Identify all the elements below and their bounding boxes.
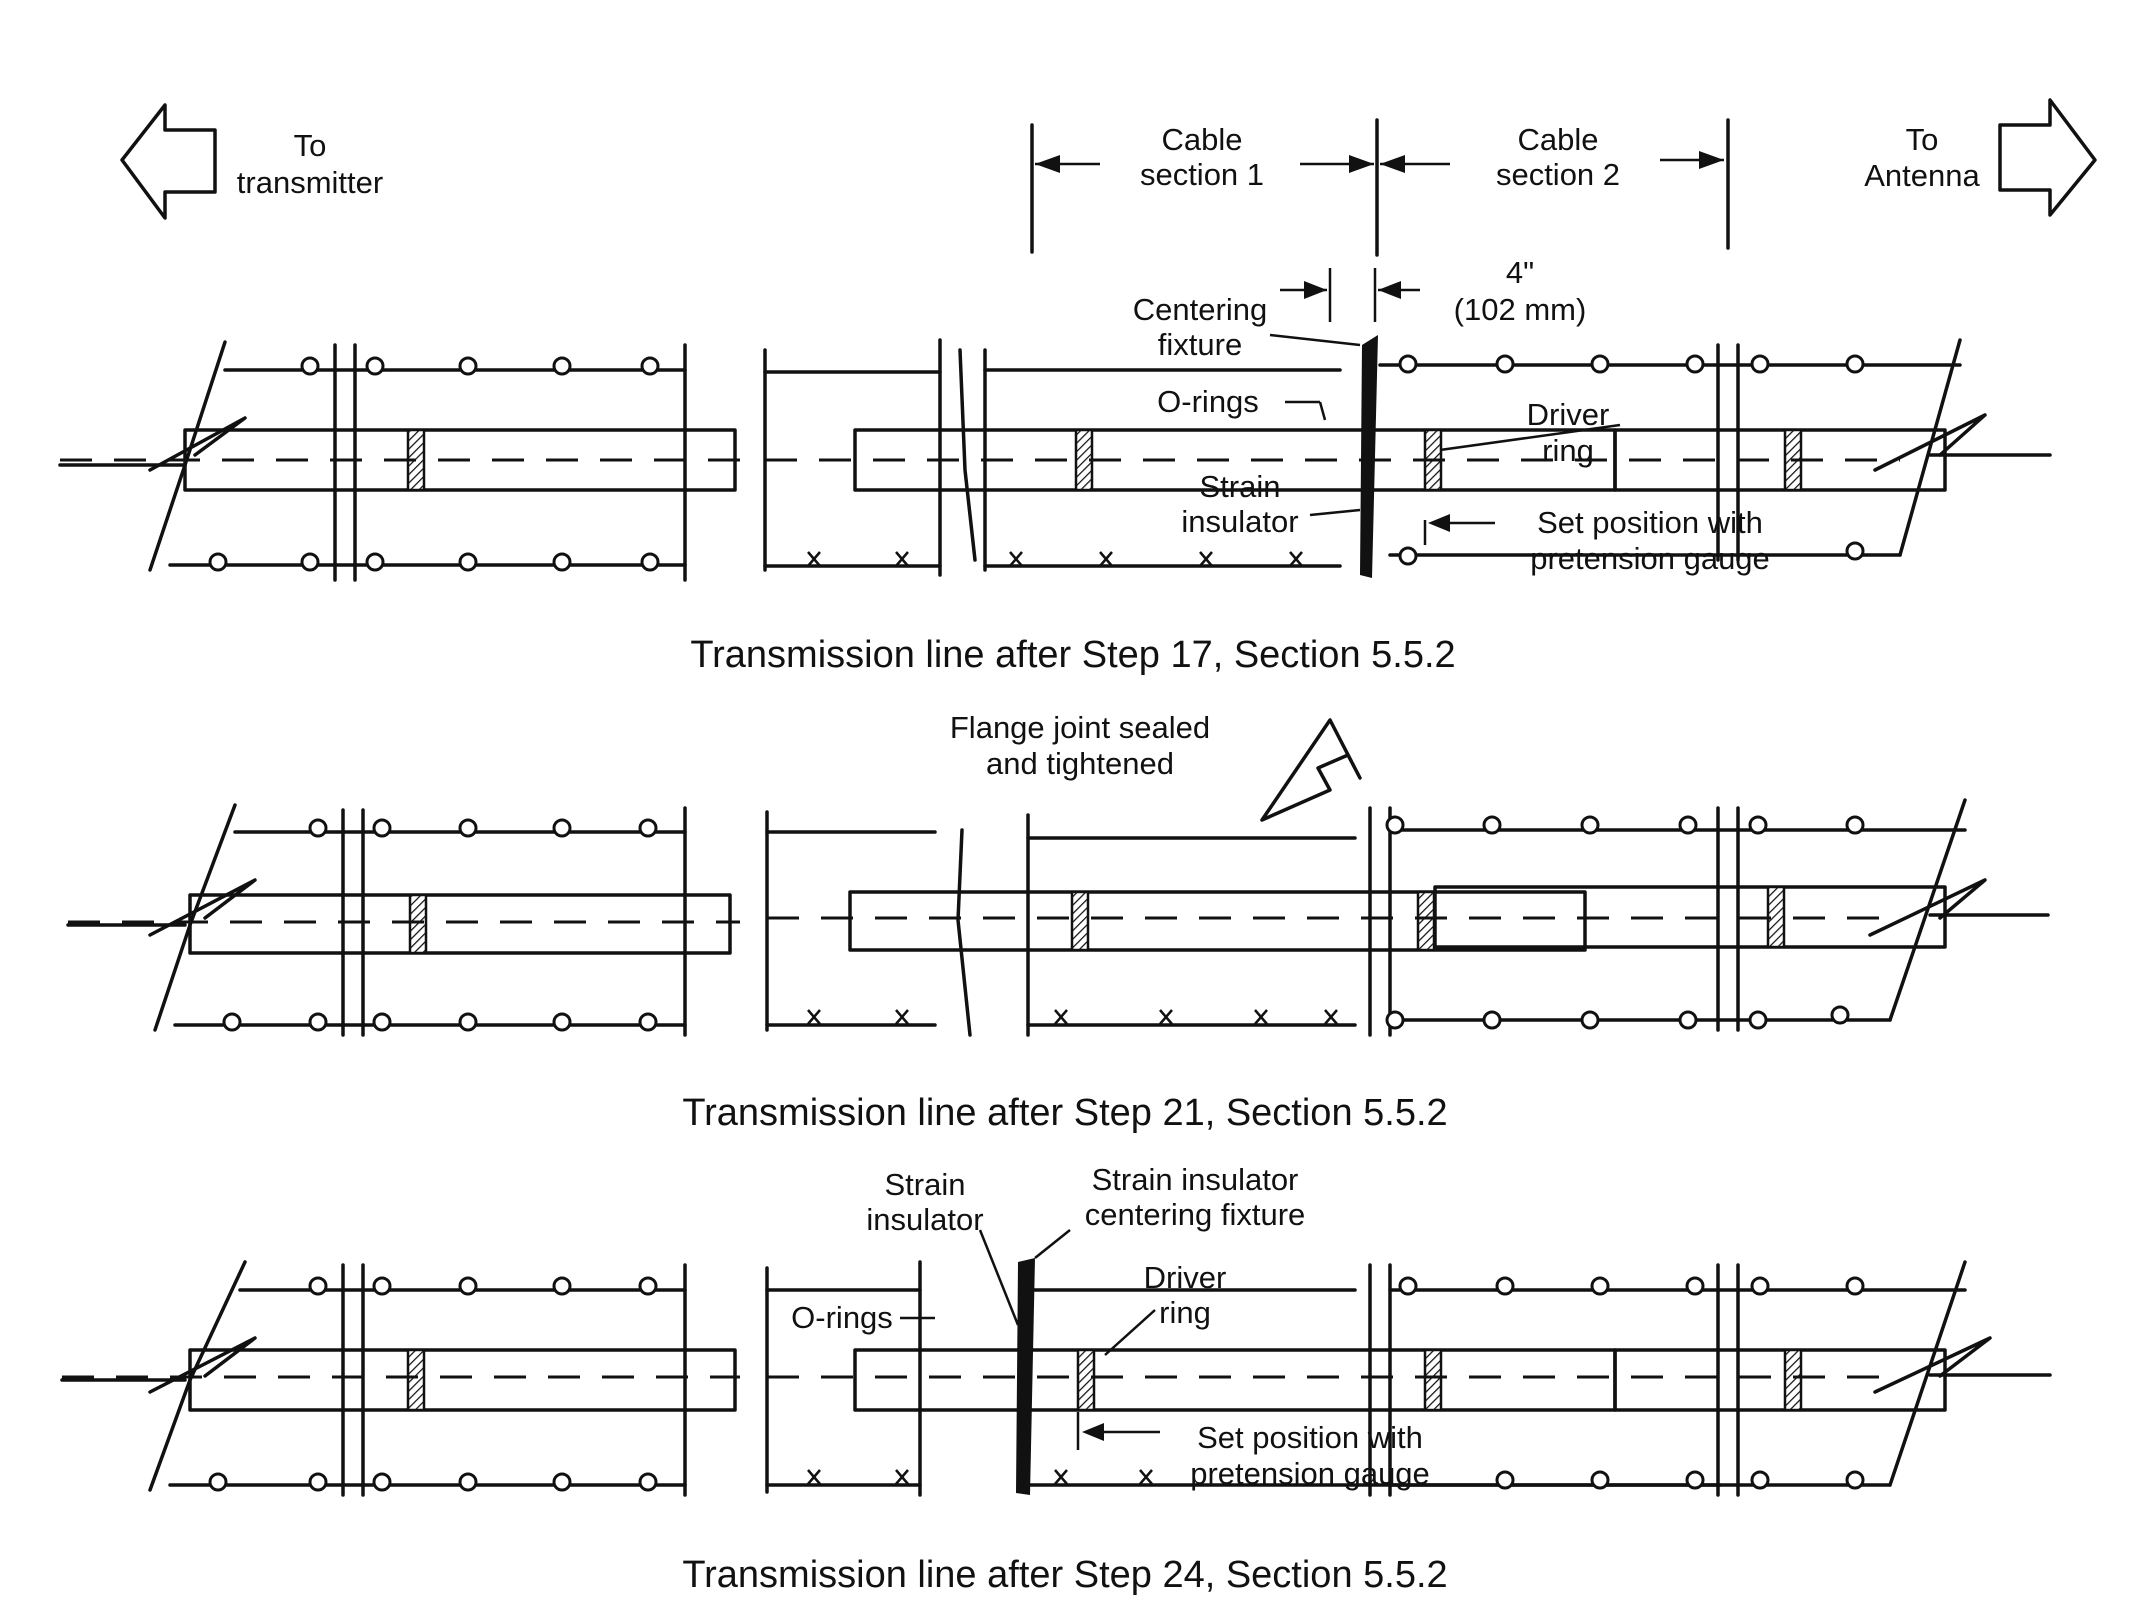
strain-insulator-label-1: Strain (1200, 469, 1281, 504)
driver-ring-label-2: ring (1542, 433, 1594, 468)
cable-section-2-label-2: section 2 (1496, 157, 1620, 192)
driver-ring-label-1: Driver (1527, 397, 1610, 432)
left-arrow-icon (120, 103, 217, 220)
set-position-label-2: pretension gauge (1530, 541, 1770, 576)
strain-insulator-centering-label-1: Strain insulator (1092, 1162, 1299, 1197)
set-position-label-1: Set position with (1537, 505, 1763, 540)
cable-section-2-label-1: Cable (1518, 122, 1599, 157)
driver-ring-label-3: Driver (1144, 1260, 1227, 1295)
cable-section-1-label-1: Cable (1162, 122, 1243, 157)
diagram-step-24 (60, 1229, 2052, 1497)
cable-section-1-label-2: section 1 (1140, 157, 1264, 192)
dimension-label-2: (102 mm) (1454, 292, 1587, 327)
diagram-step-21 (66, 718, 2050, 1037)
dimension-label-1: 4" (1506, 255, 1534, 290)
to-transmitter-label-2: transmitter (237, 165, 383, 200)
flange-joint-label-2: and tightened (986, 746, 1174, 781)
dimension-marker (1280, 268, 1420, 322)
driver-ring-label-4: ring (1159, 1295, 1211, 1330)
set-position-label-4: pretension gauge (1190, 1456, 1430, 1491)
caption-step-24: Transmission line after Step 24, Section… (682, 1554, 1447, 1596)
centering-fixture-label-2: fixture (1158, 327, 1242, 362)
strain-insulator-label-3: Strain (885, 1167, 966, 1202)
flange-joint-label-1: Flange joint sealed (950, 710, 1210, 745)
strain-insulator-centering-label-2: centering fixture (1085, 1197, 1306, 1232)
to-antenna-label-1: To (1906, 122, 1939, 157)
strain-insulator-label-4: insulator (866, 1202, 983, 1237)
caption-step-17: Transmission line after Step 17, Section… (690, 634, 1455, 676)
right-arrow-icon (1998, 98, 2097, 217)
set-position-label-3: Set position with (1197, 1420, 1423, 1455)
diagram-step-17 (58, 333, 2052, 582)
o-rings-label-2: O-rings (791, 1300, 893, 1335)
caption-step-21: Transmission line after Step 21, Section… (682, 1092, 1447, 1134)
o-rings-label-1: O-rings (1157, 384, 1259, 419)
strain-insulator-label-2: insulator (1181, 504, 1298, 539)
to-transmitter-label-1: To (294, 128, 327, 163)
cable-section-markers (1030, 118, 1730, 257)
to-antenna-label-2: Antenna (1864, 158, 1980, 193)
centering-fixture-label-1: Centering (1133, 292, 1267, 327)
